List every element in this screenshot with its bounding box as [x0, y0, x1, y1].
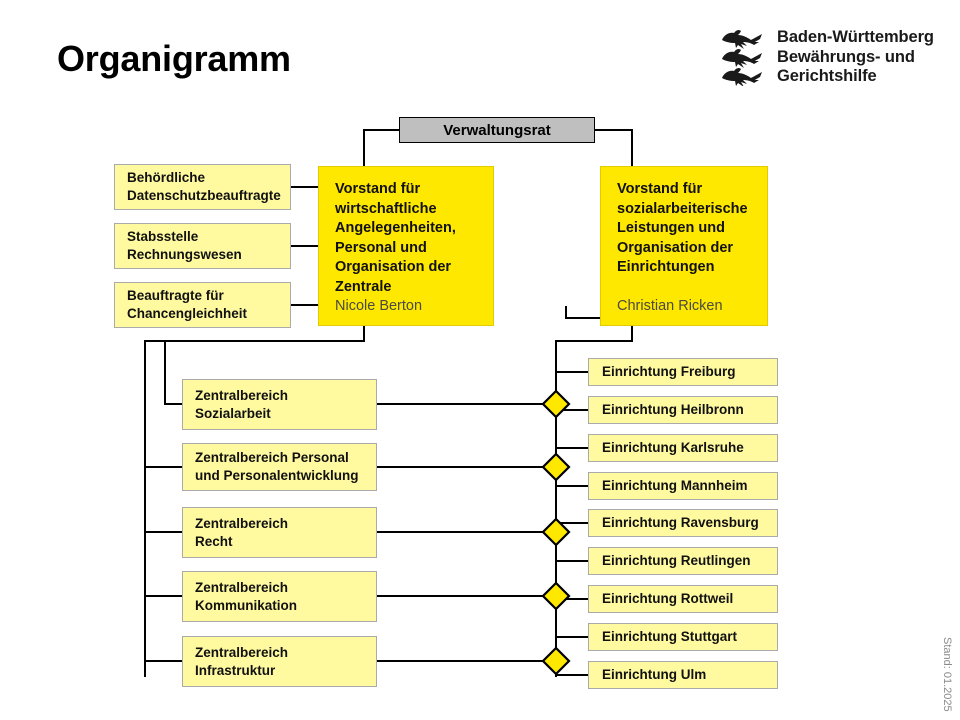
staff-unit-line-1: Beauftragte für [127, 288, 224, 303]
vorstand-person-name: Christian Ricken [617, 298, 723, 314]
staff-unit-line-1: Stabsstelle [127, 229, 199, 244]
box-zentralbereich-sozialarbeit[interactable]: Zentralbereich Sozialarbeit [182, 379, 377, 430]
logo-line-3: Gerichtshilfe [777, 67, 877, 85]
zentralbereich-line-2: Kommunikation [195, 597, 298, 613]
box-einrichtung-freiburg[interactable]: Einrichtung Freiburg [588, 358, 778, 386]
einrichtung-label: Einrichtung Ulm [602, 667, 707, 682]
box-zentralbereich-personal[interactable]: Zentralbereich Personal und Personalentw… [182, 443, 377, 491]
vorstand-title: Vorstand für sozialarbeiterische Leistun… [617, 181, 748, 275]
zentralbereich-line-2: und Personalentwicklung [195, 468, 359, 483]
einrichtung-label: Einrichtung Mannheim [602, 478, 748, 493]
box-einrichtung-mannheim[interactable]: Einrichtung Mannheim [588, 472, 778, 500]
logo-line-2: Bewährungs- und [777, 47, 915, 66]
organization-logo: Baden-Württemberg Bewährungs- und Gerich… [718, 28, 934, 87]
zentralbereich-line-1: Zentralbereich [195, 515, 289, 531]
box-einrichtung-heilbronn[interactable]: Einrichtung Heilbronn [588, 396, 778, 424]
verwaltungsrat-label: Verwaltungsrat [443, 121, 551, 139]
box-einrichtung-ulm[interactable]: Einrichtung Ulm [588, 661, 778, 689]
box-vorstand-wirtschaft[interactable]: Vorstand für wirtschaftliche Angelegenhe… [318, 166, 494, 326]
box-zentralbereich-kommunikation[interactable]: Zentralbereich Kommunikation [182, 571, 377, 622]
zentralbereich-line-2: Sozialarbeit [195, 405, 271, 421]
einrichtung-label: Einrichtung Freiburg [602, 364, 736, 379]
vorstand-title: Vorstand für wirtschaftliche Angelegenhe… [335, 181, 456, 295]
einrichtung-label: Einrichtung Reutlingen [602, 553, 751, 568]
box-staff-unit-rechnungswesen[interactable]: Stabsstelle Rechnungswesen [114, 223, 291, 269]
box-zentralbereich-infrastruktur[interactable]: Zentralbereich Infrastruktur [182, 636, 377, 687]
box-vorstand-sozialarbeit[interactable]: Vorstand für sozialarbeiterische Leistun… [600, 166, 768, 326]
einrichtung-label: Einrichtung Ravensburg [602, 515, 759, 530]
vorstand-person-name: Nicole Berton [335, 298, 423, 314]
box-einrichtung-karlsruhe[interactable]: Einrichtung Karlsruhe [588, 434, 778, 462]
einrichtung-label: Einrichtung Heilbronn [602, 402, 744, 417]
staff-unit-line-2: Datenschutzbeauftragte [127, 188, 281, 203]
junction-diamonds [541, 389, 571, 676]
zentralbereich-line-1: Zentralbereich [195, 644, 289, 660]
page-title: Organigramm [57, 38, 291, 79]
einrichtung-label: Einrichtung Rottweil [602, 591, 734, 606]
staff-unit-line-2: Rechnungswesen [127, 247, 242, 262]
stand-date: Stand: 01.2025 [941, 637, 953, 712]
three-lions-crest-icon [722, 29, 762, 86]
zentralbereich-line-1: Zentralbereich [195, 579, 289, 595]
box-einrichtung-rottweil[interactable]: Einrichtung Rottweil [588, 585, 778, 613]
staff-unit-line-2: Chancengleichheit [127, 306, 248, 321]
box-einrichtung-reutlingen[interactable]: Einrichtung Reutlingen [588, 547, 778, 575]
box-staff-unit-chancengleichheit[interactable]: Beauftragte für Chancengleichheit [114, 282, 291, 328]
box-verwaltungsrat[interactable]: Verwaltungsrat [399, 117, 595, 143]
zentralbereich-line-2: Recht [195, 533, 233, 549]
box-einrichtung-stuttgart[interactable]: Einrichtung Stuttgart [588, 623, 778, 651]
zentralbereich-line-1: Zentralbereich Personal [195, 450, 349, 465]
einrichtung-label: Einrichtung Stuttgart [602, 629, 737, 644]
box-zentralbereich-recht[interactable]: Zentralbereich Recht [182, 507, 377, 558]
zentralbereich-line-1: Zentralbereich [195, 387, 289, 403]
box-staff-unit-datenschutz[interactable]: Behördliche Datenschutzbeauftragte [114, 164, 291, 210]
zentralbereich-line-2: Infrastruktur [195, 662, 276, 678]
logo-text-block: Baden-Württemberg Bewährungs- und Gerich… [777, 28, 934, 87]
staff-unit-line-1: Behördliche [127, 170, 206, 185]
box-einrichtung-ravensburg[interactable]: Einrichtung Ravensburg [588, 509, 778, 537]
einrichtung-label: Einrichtung Karlsruhe [602, 440, 744, 455]
logo-line-1: Baden-Württemberg [777, 28, 934, 46]
